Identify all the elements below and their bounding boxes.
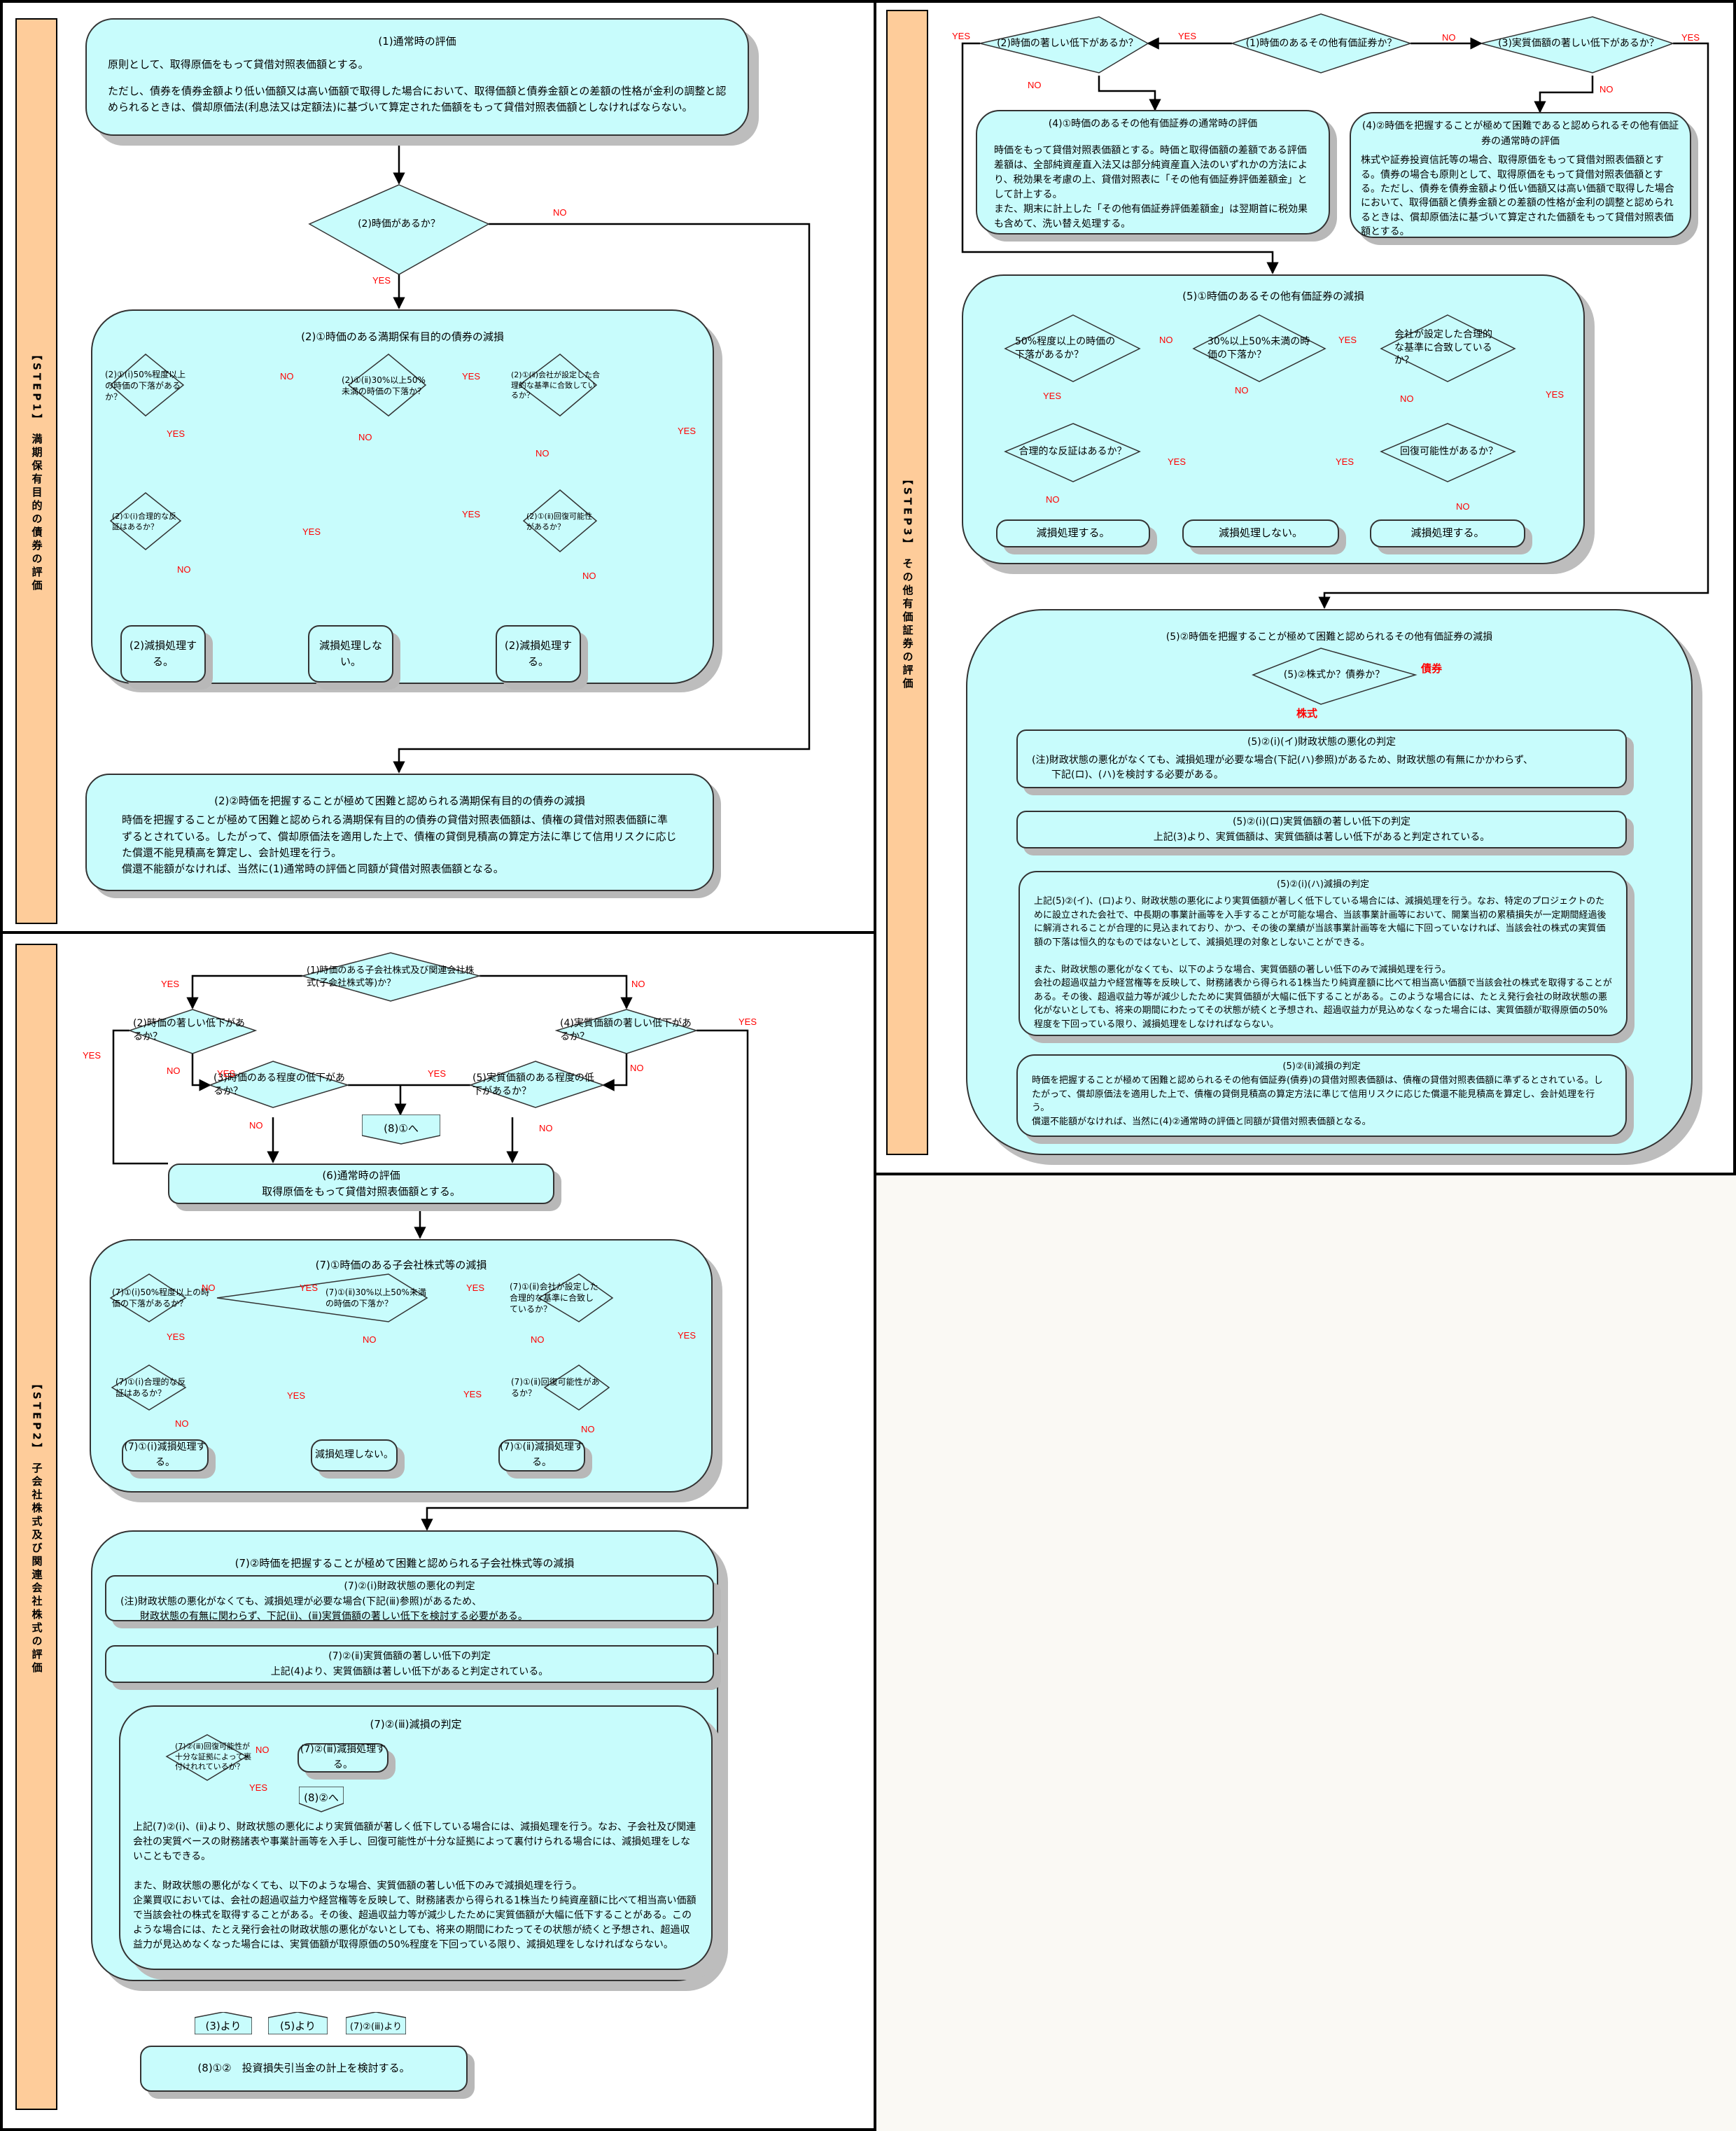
label-no: NO [1456, 501, 1470, 512]
step1-side-label: 【STEP1】 満期保有目的の債券の評価 [15, 18, 57, 924]
label-yes: YES [300, 1283, 318, 1293]
step3-judge-box: (5)②(ⅰ)(ハ)減損の判定 上記(5)②(イ)、(ロ)より、財政状態の悪化に… [1018, 871, 1628, 1036]
label-yes: YES [1336, 456, 1354, 467]
label-yes: YES [167, 1332, 186, 1342]
label-no: NO [631, 979, 645, 989]
goto-8-2-connector: (8)②へ [299, 1787, 344, 1813]
label-no: NO [358, 432, 372, 442]
label-no: NO [175, 1418, 189, 1429]
label-yes: YES [287, 1390, 306, 1401]
label-no: NO [582, 571, 596, 581]
label-yes: YES [678, 1330, 696, 1341]
label-yes: YES [302, 526, 321, 537]
label-no: NO [202, 1283, 216, 1293]
step2-substantive-box: (7)②(ⅱ)実質価額の著しい低下の判定 上記(4)より、実質価額は著しい低下が… [105, 1645, 714, 1683]
label-yes: YES [738, 1016, 757, 1027]
step2-result-no-impair: 減損処理しない。 [311, 1439, 398, 1472]
diamond-step1-q-market-price [308, 184, 490, 275]
label-yes: YES [372, 275, 391, 286]
label-yes: YES [217, 1068, 236, 1079]
step3-result-impair-2: 減損処理する。 [1370, 519, 1525, 547]
from-label-7-2-iii: (7)②(ⅲ)より [346, 2012, 406, 2034]
label-yes: YES [1043, 391, 1062, 401]
label-yes: YES [952, 31, 971, 41]
label-yes: YES [678, 426, 696, 436]
from-label-3: (3)より [195, 2012, 252, 2034]
label-bond: 債券 [1421, 663, 1443, 675]
label-no: NO [536, 448, 550, 459]
step3-result-no-impair: 減損処理しない。 [1182, 519, 1339, 547]
step2-allowance-box: (8)①② 投資損失引当金の計上を検討する。 [140, 2046, 468, 2092]
label-yes: YES [466, 1283, 485, 1293]
label-no: NO [255, 1745, 270, 1755]
label-no: NO [167, 1066, 181, 1076]
label-yes: YES [83, 1050, 102, 1061]
label-no: NO [630, 1063, 644, 1073]
label-yes: YES [428, 1068, 447, 1079]
label-yes: YES [249, 1782, 268, 1793]
label-no: NO [177, 564, 191, 575]
step2-judge-result-impair: (7)②(ⅲ)減損処理する。 [298, 1743, 388, 1773]
label-no: NO [1028, 80, 1042, 90]
step3-substantive-box: (5)②(ⅰ)(ロ)実質価額の著しい低下の判定 上記(3)より、実質価額は、実質… [1016, 811, 1627, 848]
label-yes: YES [1681, 32, 1700, 43]
label-no: NO [539, 1123, 553, 1133]
step3-eval-hard-box: (4)②時価を把握することが極めて困難であると認められるその他有価証券の通常時の… [1350, 112, 1691, 238]
label-no: NO [581, 1424, 595, 1434]
step3-result-impair-1: 減損処理する。 [996, 519, 1150, 547]
label-yes: YES [1168, 456, 1186, 467]
label-no: NO [363, 1334, 377, 1345]
step1-result-no-impair: 減損処理しない。 [308, 625, 393, 683]
from-label-5: (5)より [268, 2012, 328, 2034]
label-no: NO [280, 371, 294, 382]
step2-result-impair-2: (7)①(ⅱ)減損処理する。 [498, 1439, 585, 1472]
label-no: NO [553, 207, 567, 218]
label-yes: YES [161, 979, 180, 989]
label-yes: YES [1178, 31, 1197, 41]
label-no: NO [1159, 335, 1173, 345]
label-no: NO [249, 1120, 263, 1131]
label-yes: YES [1546, 389, 1564, 400]
label-no: NO [1235, 385, 1249, 396]
label-stock: 株式 [1296, 708, 1318, 720]
label-no: NO [1442, 32, 1456, 43]
step2-fin-box: (7)②(ⅰ)財政状態の悪化の判定 (注)財政状態の悪化がなくても、減損処理が必… [105, 1575, 714, 1622]
goto-8-1-connector: (8)①へ [362, 1115, 440, 1147]
label-yes: YES [463, 1389, 482, 1399]
label-no: NO [1600, 84, 1614, 95]
step1-result-impair-1: (2)減損処理する。 [120, 625, 206, 683]
label-yes: YES [1338, 335, 1357, 345]
step1-normal-eval-box: (1)通常時の評価 原則として、取得原価をもって貸借対照表価額とする。 ただし、… [85, 18, 749, 136]
step1-result-impair-2: (2)減損処理する。 [496, 625, 581, 683]
step2-normal-eval-box: (6)通常時の評価 取得原価をもって貸借対照表価額とする。 [168, 1164, 554, 1204]
step2-result-impair-1: (7)①(ⅰ)減損処理する。 [122, 1439, 209, 1472]
label-no: NO [1046, 494, 1060, 505]
step1-impair-hard-box: (2)②時価を把握することが極めて困難と認められる満期保有目的の債券の減損 時価… [85, 774, 714, 891]
step3-side-label: 【STEP3】 その他有価証券の評価 [886, 10, 928, 1155]
label-no: NO [1400, 393, 1414, 404]
step3-eval-market-box: (4)①時価のあるその他有価証券の通常時の評価 時価をもって貸借対照表価額とする… [976, 110, 1330, 235]
label-yes: YES [167, 428, 186, 439]
label-no: NO [531, 1334, 545, 1345]
step2-side-label: 【STEP2】 子会社株式及び関連会社株式の評価 [15, 944, 57, 2110]
label-yes: YES [462, 509, 481, 519]
step3-bond-box: (5)②(ⅱ)減損の判定 時価を把握することが極めて困難と認められるその他有価証… [1016, 1054, 1627, 1137]
label-yes: YES [462, 371, 481, 382]
step3-fin-box: (5)②(ⅰ)(イ)財政状態の悪化の判定 (注)財政状態の悪化がなくても、減損処… [1016, 729, 1627, 788]
